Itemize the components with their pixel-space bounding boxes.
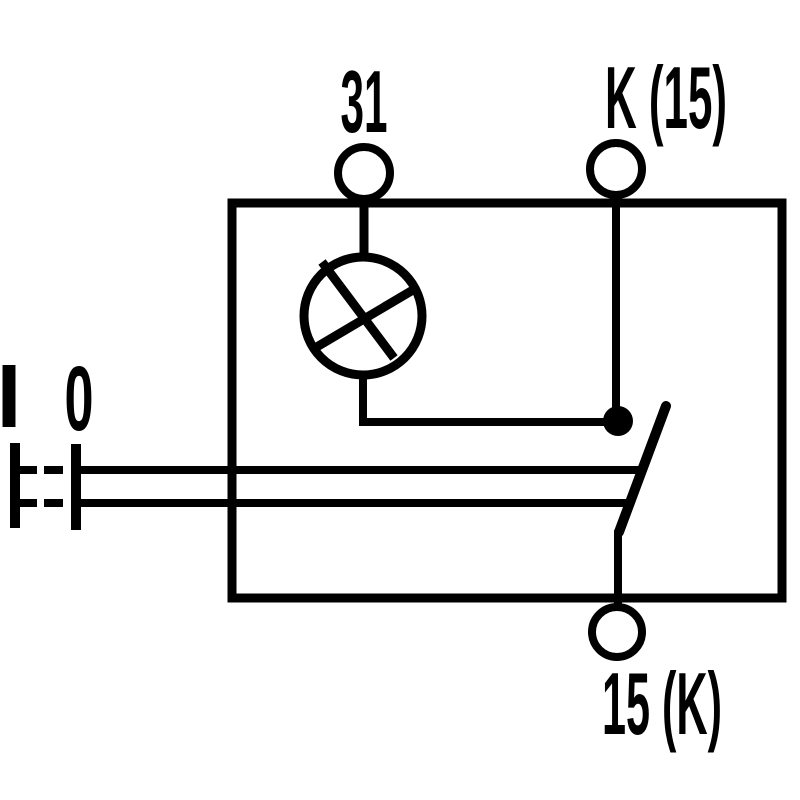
terminal-31-pin — [334, 143, 394, 203]
switch-lever — [614, 401, 671, 537]
terminal-K15-pin — [586, 139, 646, 199]
wire-lamp-to-junction — [359, 374, 617, 426]
terminal-31-label: 31 — [341, 52, 388, 151]
terminal-K15-label: K (15) — [605, 48, 727, 147]
switch-position-off-label: 0 — [65, 348, 94, 450]
lamp-cross-stroke-steep — [318, 259, 398, 361]
actuator-linkage — [10, 443, 642, 530]
switch-housing-outline — [227, 198, 787, 603]
terminal-15K-pin — [588, 603, 646, 661]
terminal-15K-label: 15 (K) — [602, 654, 722, 753]
switch-position-on-label: I — [0, 347, 22, 447]
lamp-cross-stroke-shallow — [312, 283, 421, 352]
indicator-lamp-icon — [299, 252, 427, 380]
junction-dot — [603, 406, 633, 436]
